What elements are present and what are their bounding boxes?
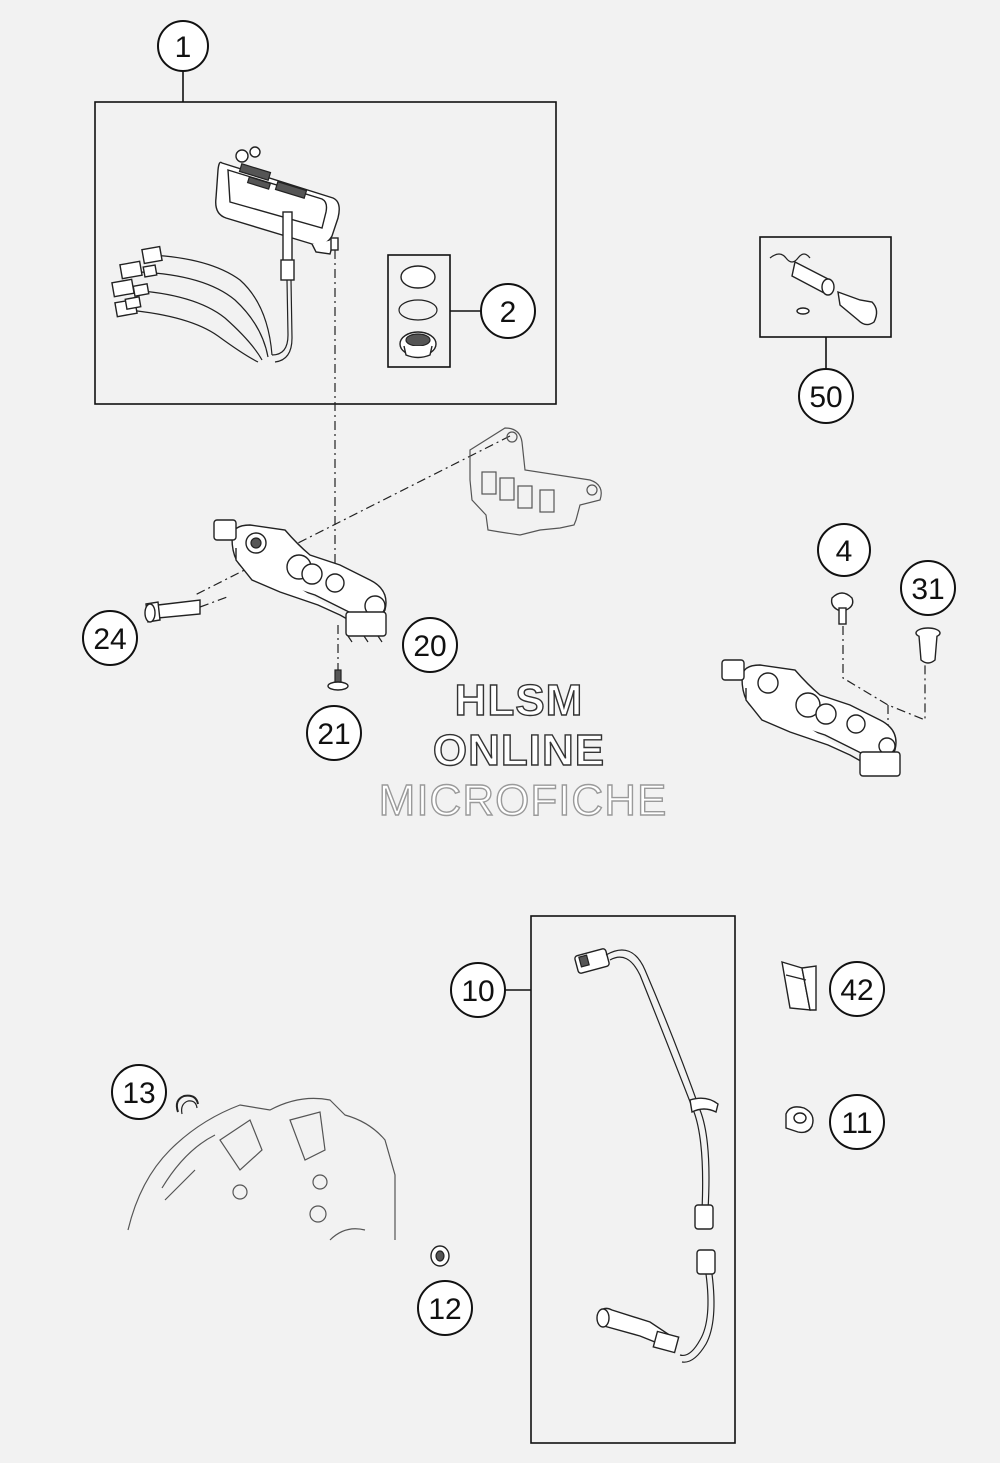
callout-label: 11: [841, 1107, 872, 1140]
rubber-plug[interactable]: [915, 627, 941, 664]
instrument-holder[interactable]: [213, 519, 387, 643]
callout-label: 4: [836, 535, 853, 568]
callout-label: 31: [911, 573, 944, 606]
callout-11[interactable]: 11: [829, 1094, 885, 1150]
callout-label: 50: [809, 381, 842, 414]
screw[interactable]: [327, 625, 349, 691]
callout-label: 20: [413, 630, 446, 663]
instrument-holder-detail: [721, 659, 901, 777]
bolt[interactable]: [144, 599, 201, 623]
circlip[interactable]: [175, 1094, 199, 1115]
assembly-line-right: [842, 626, 926, 721]
sensor-cable[interactable]: [574, 948, 719, 1363]
wiring-harness: [111, 245, 273, 363]
callout-42[interactable]: 42: [829, 961, 885, 1017]
assembly-line-bolt: [199, 595, 231, 608]
callout-4[interactable]: 4: [817, 523, 871, 577]
callout-13[interactable]: 13: [111, 1064, 167, 1120]
callout-label: 1: [175, 31, 192, 64]
assembly-line-diagonal: [194, 435, 511, 596]
callout-label: 10: [461, 975, 494, 1008]
callout-21[interactable]: 21: [306, 705, 362, 761]
callout-31[interactable]: 31: [900, 560, 956, 616]
cable-holder[interactable]: [785, 1106, 814, 1134]
spacer[interactable]: [430, 1245, 450, 1267]
seal-kit[interactable]: [398, 265, 438, 359]
brake-disc-ghost: [127, 1097, 396, 1241]
callout-label: 21: [317, 718, 350, 751]
watermark-line3: MICROFICHE: [379, 776, 668, 825]
mounting-bracket-ghost: [469, 427, 602, 536]
callout-10[interactable]: 10: [450, 962, 506, 1018]
watermark-line2: ONLINE: [433, 726, 605, 775]
callout-label: 42: [840, 974, 873, 1007]
callout-2[interactable]: 2: [480, 283, 536, 339]
callout-label: 2: [500, 296, 517, 329]
callout-label: 24: [93, 623, 126, 656]
callout-20[interactable]: 20: [402, 617, 458, 673]
watermark-line1: HLSM: [455, 676, 584, 725]
group-frame-1: [94, 101, 557, 405]
callout-label: 12: [428, 1293, 461, 1326]
watermark: HLSM ONLINE MICROFICHE: [378, 675, 668, 825]
callout-50[interactable]: 50: [798, 368, 854, 424]
callout-label: 13: [122, 1077, 155, 1110]
callout-24[interactable]: 24: [82, 610, 138, 666]
instrument-cluster[interactable]: [215, 146, 340, 363]
pin[interactable]: [830, 592, 854, 625]
cable-clip[interactable]: [781, 961, 817, 1011]
callout-1[interactable]: 1: [157, 20, 209, 72]
group-frame-10: [530, 915, 736, 1444]
lock-set[interactable]: [769, 253, 878, 326]
callout-12[interactable]: 12: [417, 1280, 473, 1336]
